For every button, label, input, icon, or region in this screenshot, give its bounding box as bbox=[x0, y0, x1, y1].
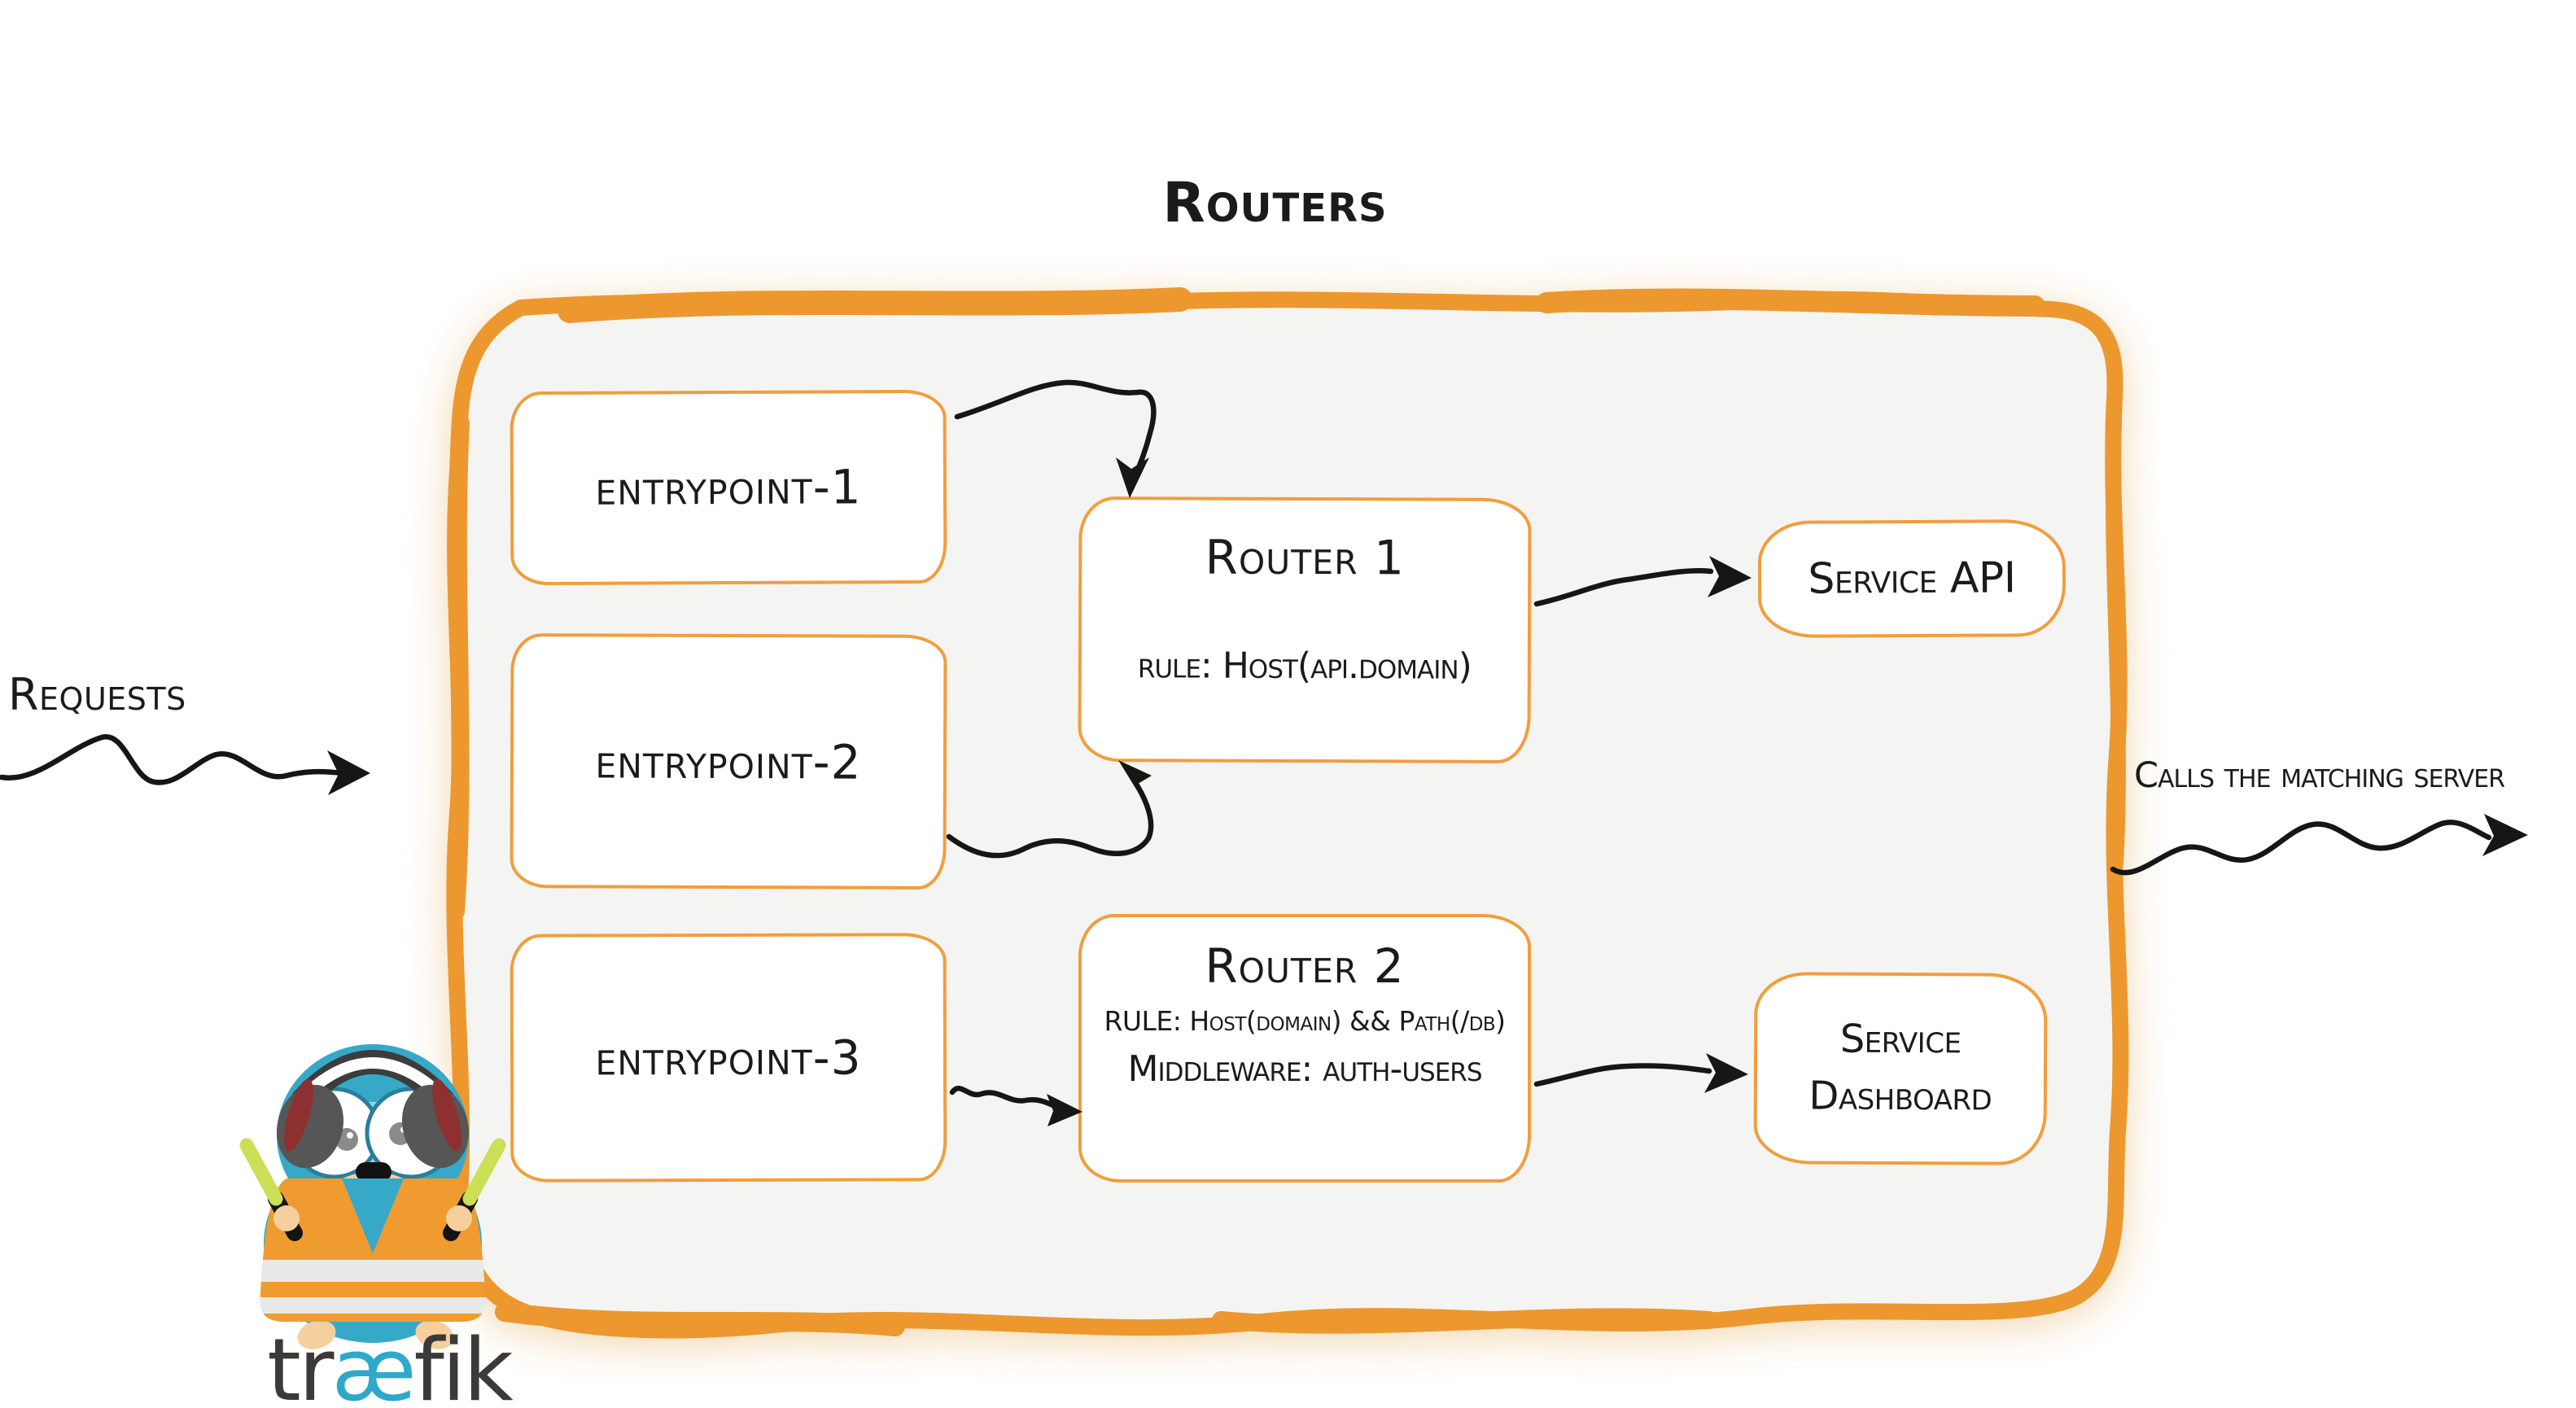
service-dashboard-box: Service Dashboard bbox=[1753, 972, 2048, 1165]
traefik-wordmark: træfik bbox=[246, 1320, 532, 1408]
entrypoint-1-box: entrypoint-1 bbox=[510, 389, 947, 586]
router-2-title: Router 2 bbox=[1205, 938, 1405, 994]
entrypoint-3-label: entrypoint-3 bbox=[595, 1030, 862, 1086]
router-2-box: Router 2 RULE: Host(domain) && Path(/db)… bbox=[1078, 914, 1531, 1183]
wordmark-fik: fik bbox=[413, 1320, 514, 1408]
wordmark-tr: tr bbox=[267, 1320, 334, 1408]
entrypoint-2-box: entrypoint-2 bbox=[510, 633, 947, 890]
service-api-box: Service API bbox=[1757, 519, 2066, 638]
service-dashboard-label-line1: Service bbox=[1839, 1017, 1962, 1063]
entrypoint-2-label: entrypoint-2 bbox=[595, 732, 862, 790]
calls-matching-server-label: Calls the matching server bbox=[2134, 755, 2505, 796]
service-api-label: Service API bbox=[1808, 553, 2016, 604]
service-dashboard-label-line2: Dashboard bbox=[1808, 1073, 1992, 1120]
wordmark-ae: æ bbox=[331, 1320, 416, 1408]
entrypoint-3-box: entrypoint-3 bbox=[510, 933, 947, 1183]
router-1-title: Router 1 bbox=[1205, 529, 1406, 586]
router-2-middleware: Middleware: auth-users bbox=[1127, 1048, 1483, 1090]
entrypoint-1-label: entrypoint-1 bbox=[595, 459, 862, 516]
router-1-rule: rule: Host(api.domain) bbox=[1137, 645, 1472, 688]
requests-label: Requests bbox=[8, 669, 186, 720]
router-2-rule: RULE: Host(domain) && Path(/db) bbox=[1104, 1005, 1506, 1037]
page-title: Routers bbox=[1162, 171, 1388, 235]
router-1-box: Router 1 rule: Host(api.domain) bbox=[1078, 496, 1532, 763]
